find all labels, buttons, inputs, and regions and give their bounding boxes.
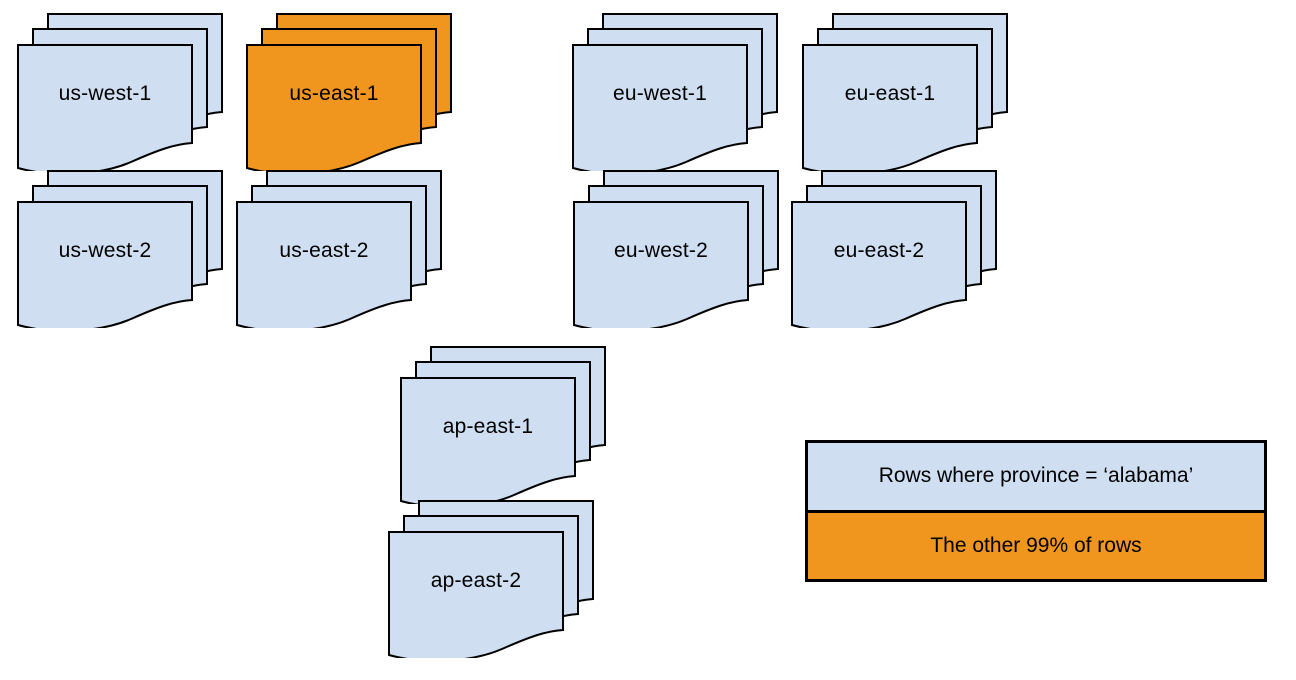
- document-stack-icon: [802, 13, 1008, 171]
- legend-item-label-other-rows: The other 99% of rows: [930, 533, 1142, 557]
- region-stack-us-west-1: us-west-1: [17, 13, 223, 171]
- region-stack-eu-east-2: eu-east-2: [791, 170, 997, 328]
- region-stack-eu-west-1: eu-west-1: [572, 13, 778, 171]
- region-stack-eu-east-1: eu-east-1: [802, 13, 1008, 171]
- document-stack-icon: [388, 500, 594, 658]
- region-stack-us-west-2: us-west-2: [17, 170, 223, 328]
- legend: Rows where province = ‘alabama’ The other…: [805, 440, 1267, 582]
- legend-item-label-alabama-rows: Rows where province = ‘alabama’: [878, 464, 1194, 488]
- region-stack-ap-east-1: ap-east-1: [400, 346, 606, 504]
- region-stack-eu-west-2: eu-west-2: [573, 170, 779, 328]
- document-stack-icon: [400, 346, 606, 504]
- document-stack-icon: [246, 13, 452, 171]
- document-stack-icon: [236, 170, 442, 328]
- region-stack-us-east-2: us-east-2: [236, 170, 442, 328]
- legend-item-alabama-rows: Rows where province = ‘alabama’: [808, 443, 1264, 510]
- document-stack-icon: [572, 13, 778, 171]
- legend-item-other-rows: The other 99% of rows: [808, 509, 1264, 579]
- region-stack-us-east-1: us-east-1: [246, 13, 452, 171]
- document-stack-icon: [573, 170, 779, 328]
- document-stack-icon: [791, 170, 997, 328]
- document-stack-icon: [17, 170, 223, 328]
- region-stack-ap-east-2: ap-east-2: [388, 500, 594, 658]
- document-stack-icon: [17, 13, 223, 171]
